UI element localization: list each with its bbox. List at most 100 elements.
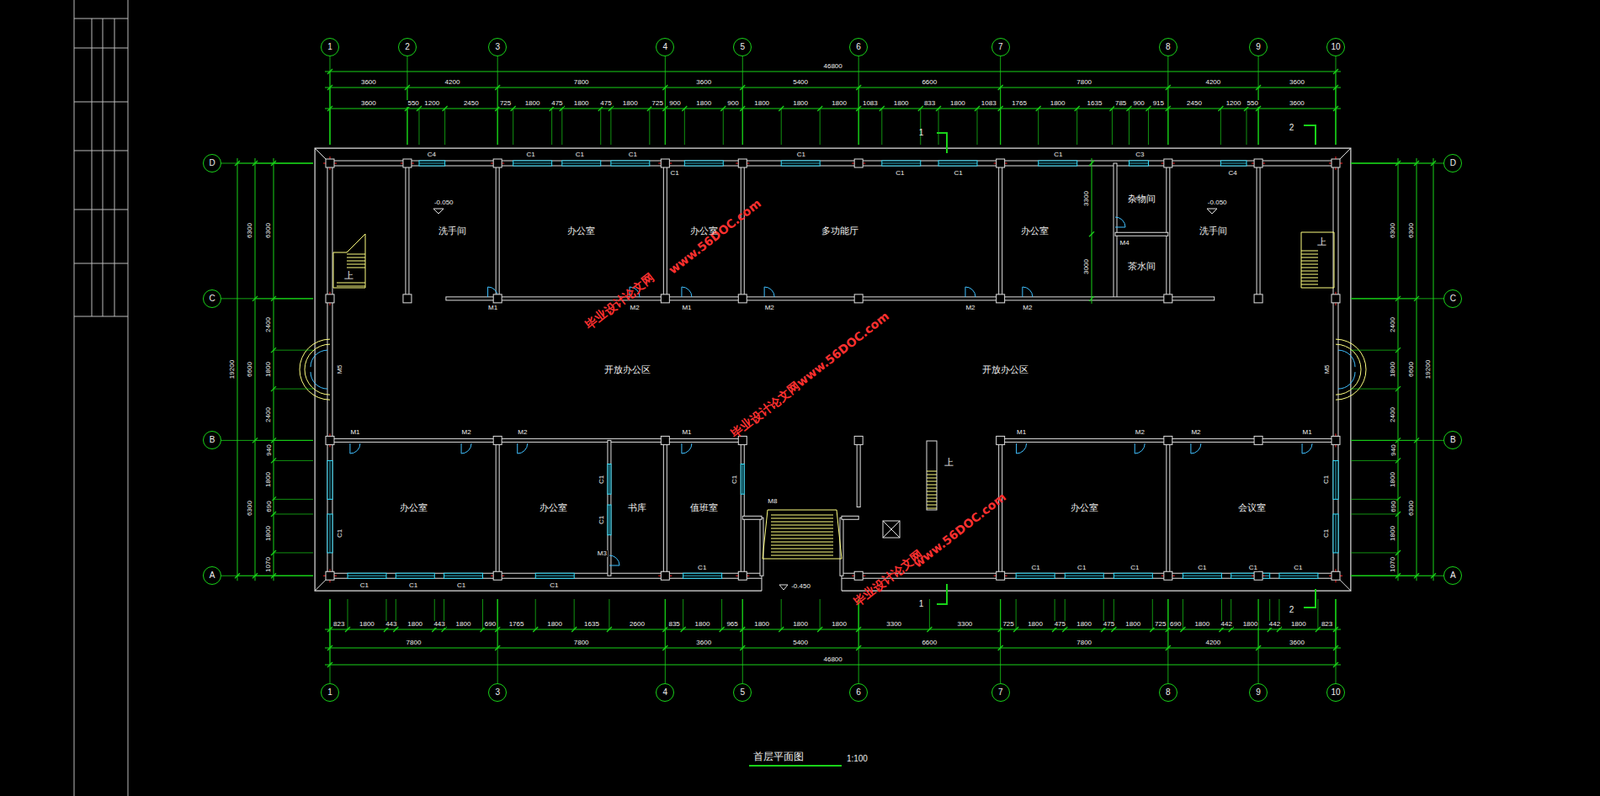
window-tag: C1 <box>1323 474 1330 485</box>
dimension-text: 3600 <box>1288 79 1306 86</box>
window-symbol <box>1231 573 1271 579</box>
dimension-text: 2400 <box>1389 316 1397 334</box>
axis-number: 5 <box>739 688 745 697</box>
dimension-tick <box>998 106 1004 112</box>
elevation-text: -0.450 <box>790 583 812 591</box>
extension-line <box>1335 87 1337 145</box>
window-symbol <box>395 575 435 577</box>
axis-bubble: 7 <box>991 683 1010 702</box>
dimension-text: 1800 <box>358 621 376 628</box>
axis-number: 6 <box>855 42 862 52</box>
dimension-line <box>1398 158 1399 581</box>
extension-line <box>1152 599 1154 630</box>
extension-line <box>406 87 408 145</box>
dimension-tick <box>1145 106 1151 112</box>
column <box>660 435 670 445</box>
extension-line <box>608 599 610 630</box>
axis-bubble: 10 <box>1326 683 1345 702</box>
axis-line <box>1335 599 1337 684</box>
dimension-tick <box>1089 231 1095 237</box>
window-symbol <box>938 160 978 166</box>
window-symbol <box>347 573 387 579</box>
dimension-tick <box>935 106 941 112</box>
stair-tread <box>346 264 366 266</box>
stair-direction: 上 <box>1316 237 1328 247</box>
axis-number: 8 <box>1165 42 1171 52</box>
dimension-tick <box>662 645 668 651</box>
axis-line <box>1335 56 1337 145</box>
window-tag: C1 <box>1031 564 1042 572</box>
interior-wall <box>1166 163 1170 299</box>
interior-wall <box>999 163 1003 299</box>
stair-tread <box>926 504 937 506</box>
axis-bubble: D <box>1443 154 1462 173</box>
extension-line <box>742 87 744 145</box>
extension-line <box>1350 388 1399 390</box>
window-tag: C1 <box>894 170 905 177</box>
section-number: 1 <box>918 128 925 138</box>
window-tag: C1 <box>525 151 536 159</box>
room-name: 办公室 <box>539 503 568 513</box>
window-symbol <box>1038 160 1078 166</box>
column <box>1254 159 1263 168</box>
title-block-rule <box>74 47 128 49</box>
entrance-step <box>770 548 834 550</box>
dimension-tick <box>442 106 448 112</box>
window-symbol <box>1128 160 1149 166</box>
dimension-text: 1765 <box>508 621 526 628</box>
axis-line <box>497 56 499 145</box>
door-arc <box>1338 350 1356 367</box>
window-tag: C4 <box>426 151 437 159</box>
dimension-text: 833 <box>923 100 936 107</box>
dimension-text: 1800 <box>524 100 542 107</box>
dimension-text: 7800 <box>405 639 423 647</box>
elevator-shaft <box>882 520 900 538</box>
axis-bubble: 3 <box>488 37 507 57</box>
extension-line <box>406 108 408 145</box>
dimension-text: 19200 <box>228 359 236 380</box>
room-name: 洗手间 <box>1199 226 1228 236</box>
column <box>403 294 412 303</box>
dimension-text: 7800 <box>1075 79 1093 86</box>
stair-tread <box>1301 260 1319 262</box>
room: 值班室 <box>669 444 739 572</box>
drawing-caption: 首层平面图 <box>752 751 805 762</box>
door-tag: M2 <box>964 304 976 312</box>
extension-line <box>561 108 563 145</box>
entrance-step <box>770 521 834 523</box>
entrance-step <box>770 528 834 530</box>
door-tag: M1 <box>680 429 692 436</box>
extension-line <box>273 552 314 553</box>
dimension-line <box>324 629 1341 631</box>
window-tag: C1 <box>408 582 419 590</box>
stair-tread <box>346 267 366 269</box>
column <box>1164 159 1173 168</box>
dimension-text: 725 <box>499 100 512 107</box>
dimension-tick <box>998 645 1004 651</box>
dimension-text: 3600 <box>1288 639 1306 647</box>
axis-number: D <box>1450 159 1457 168</box>
extension-line <box>347 599 349 630</box>
room: 茶水间 <box>1119 238 1165 294</box>
dimension-tick <box>271 550 277 556</box>
column <box>1164 294 1173 303</box>
axis-bubble: 6 <box>849 683 868 702</box>
dimension-tick <box>817 106 823 112</box>
title-block-rule <box>74 316 128 318</box>
dimension-tick <box>681 106 687 112</box>
axis-number: 3 <box>494 688 500 697</box>
room-name: 值班室 <box>690 503 718 513</box>
dimension-text: 2450 <box>1185 100 1203 107</box>
bay-arc <box>299 339 330 400</box>
window-tag: C1 <box>669 170 680 177</box>
dimension-text: 823 <box>332 621 346 628</box>
axis-bubble: 5 <box>733 683 752 702</box>
dimension-text: 1800 <box>1193 621 1211 628</box>
column <box>854 435 863 445</box>
extension-line <box>976 108 978 145</box>
extension-line <box>929 599 931 630</box>
axis-line <box>742 56 744 145</box>
dimension-text: 1800 <box>1075 621 1093 628</box>
room-name: 茶水间 <box>1127 261 1156 272</box>
